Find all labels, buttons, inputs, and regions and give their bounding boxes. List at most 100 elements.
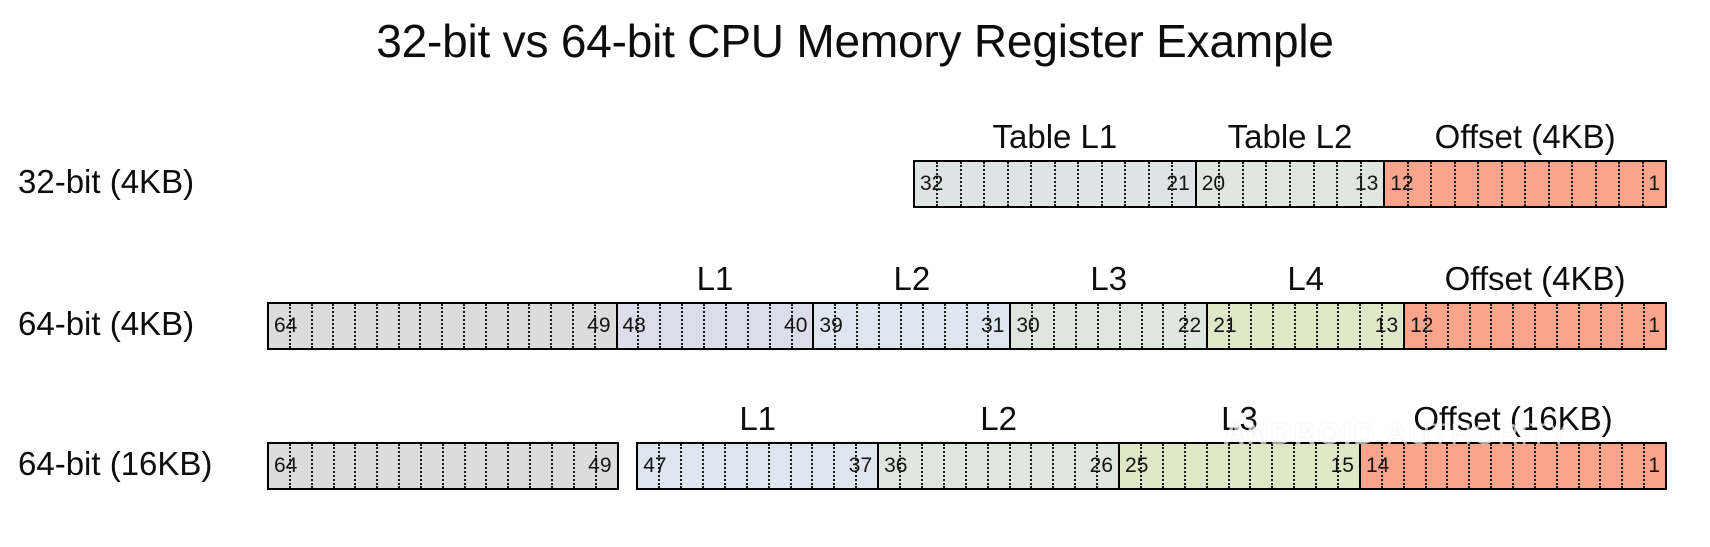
- bit-cell: [639, 304, 662, 348]
- bit-cell: [1099, 304, 1121, 348]
- bit-cell: [618, 304, 640, 348]
- bit-index-low: 13: [1354, 172, 1379, 195]
- bit-cell: [1032, 444, 1055, 488]
- bit-cell: [1009, 162, 1033, 206]
- bit-cell: [553, 444, 575, 488]
- bit-cell: [661, 304, 684, 348]
- bit-cell-grid: [1405, 304, 1665, 348]
- bit-cell: [1076, 444, 1099, 488]
- bit-cell: [1427, 304, 1449, 348]
- row-label: 64-bit (4KB): [18, 305, 195, 342]
- bit-index-high: 25: [1125, 454, 1149, 477]
- segment-caption: L2: [980, 400, 1017, 437]
- segment-caption: L4: [1287, 260, 1325, 297]
- bit-cell-grid: [879, 444, 1118, 488]
- bit-cell: [1492, 304, 1515, 348]
- row-label: 32-bit (4KB): [18, 163, 195, 200]
- bit-cell: [1580, 304, 1602, 348]
- bit-index-low: 1: [1648, 314, 1660, 337]
- bit-cell: [1079, 162, 1103, 206]
- bit-cell: [1252, 304, 1274, 348]
- bit-cell-grid: [269, 304, 616, 348]
- bit-cell: [835, 444, 858, 488]
- bit-cell: [1536, 444, 1558, 488]
- bit-cell: [945, 444, 967, 488]
- bit-cell: [1120, 444, 1142, 488]
- bit-cell: [465, 304, 487, 348]
- bit-cell: [989, 444, 1011, 488]
- bit-cell: [1186, 444, 1208, 488]
- bit-index-high: 48: [622, 314, 646, 337]
- bit-cell: [421, 304, 444, 348]
- bit-cell: [1623, 444, 1646, 488]
- bit-cell: [938, 162, 962, 206]
- bit-cell: [509, 304, 531, 348]
- bit-cell: [313, 444, 335, 488]
- bit-cell: [530, 304, 553, 348]
- bit-cell: [1449, 304, 1471, 348]
- page-title: 32-bit vs 64-bit CPU Memory Register Exa…: [376, 15, 1334, 67]
- row-label: 64-bit (16KB): [18, 445, 213, 482]
- bit-cell: [575, 444, 597, 488]
- bit-index-high: 21: [1213, 314, 1237, 337]
- bit-cell: [1164, 444, 1186, 488]
- bit-cell: [291, 444, 313, 488]
- bit-cell: [902, 304, 924, 348]
- bit-index-high: 47: [643, 454, 667, 477]
- segment-caption: Offset (4KB): [1444, 260, 1626, 297]
- bit-field-segment: 12 1 Offset (4KB): [1403, 260, 1667, 350]
- bit-cell: [968, 304, 990, 348]
- bit-index-low: 40: [784, 314, 808, 337]
- bit-cell: [1208, 444, 1230, 488]
- bit-cell-grid: [1208, 304, 1403, 348]
- bit-cell-grid: [814, 304, 1009, 348]
- segment-caption: L3: [1221, 400, 1258, 437]
- bit-cell: [705, 304, 727, 348]
- bit-cell: [291, 304, 313, 348]
- segment-caption: Table L1: [992, 118, 1118, 155]
- bit-cell: [1126, 162, 1150, 206]
- bit-cell: [1514, 444, 1536, 488]
- bit-index-low: 49: [587, 314, 611, 337]
- bit-index-high: 12: [1410, 314, 1434, 337]
- bit-index-low: 22: [1177, 314, 1202, 337]
- bit-cell: [334, 304, 357, 348]
- bit-cell: [574, 304, 596, 348]
- bit-cell-grid: [1197, 162, 1384, 206]
- bit-cell: [814, 304, 837, 348]
- bit-cell: [1103, 162, 1127, 206]
- bit-cell-grid: [269, 444, 617, 488]
- bit-cell: [1273, 444, 1296, 488]
- bit-cell: [1597, 162, 1621, 206]
- bit-cell: [1383, 444, 1405, 488]
- bit-cell: [1077, 304, 1099, 348]
- bit-index-high: 30: [1016, 314, 1040, 337]
- bit-index-high: 32: [920, 172, 944, 195]
- bit-cell: [1620, 162, 1644, 206]
- bit-cell: [400, 304, 422, 348]
- bit-cell: [487, 444, 510, 488]
- bit-cell: [1573, 162, 1597, 206]
- bit-cell: [1056, 162, 1080, 206]
- bit-cell: [1432, 162, 1456, 206]
- bit-cell: [1244, 162, 1268, 206]
- bit-cell: [1055, 304, 1077, 348]
- bit-cell: [682, 444, 704, 488]
- bit-cell: [1291, 162, 1315, 206]
- bit-cell: [771, 304, 793, 348]
- bit-cell: [1623, 304, 1646, 348]
- bit-index-low: 37: [848, 454, 873, 477]
- bit-cell: [1558, 444, 1580, 488]
- bit-cell: [1479, 162, 1503, 206]
- bit-cell: [356, 444, 379, 488]
- bit-cell: [858, 304, 881, 348]
- bit-cell: [1536, 304, 1558, 348]
